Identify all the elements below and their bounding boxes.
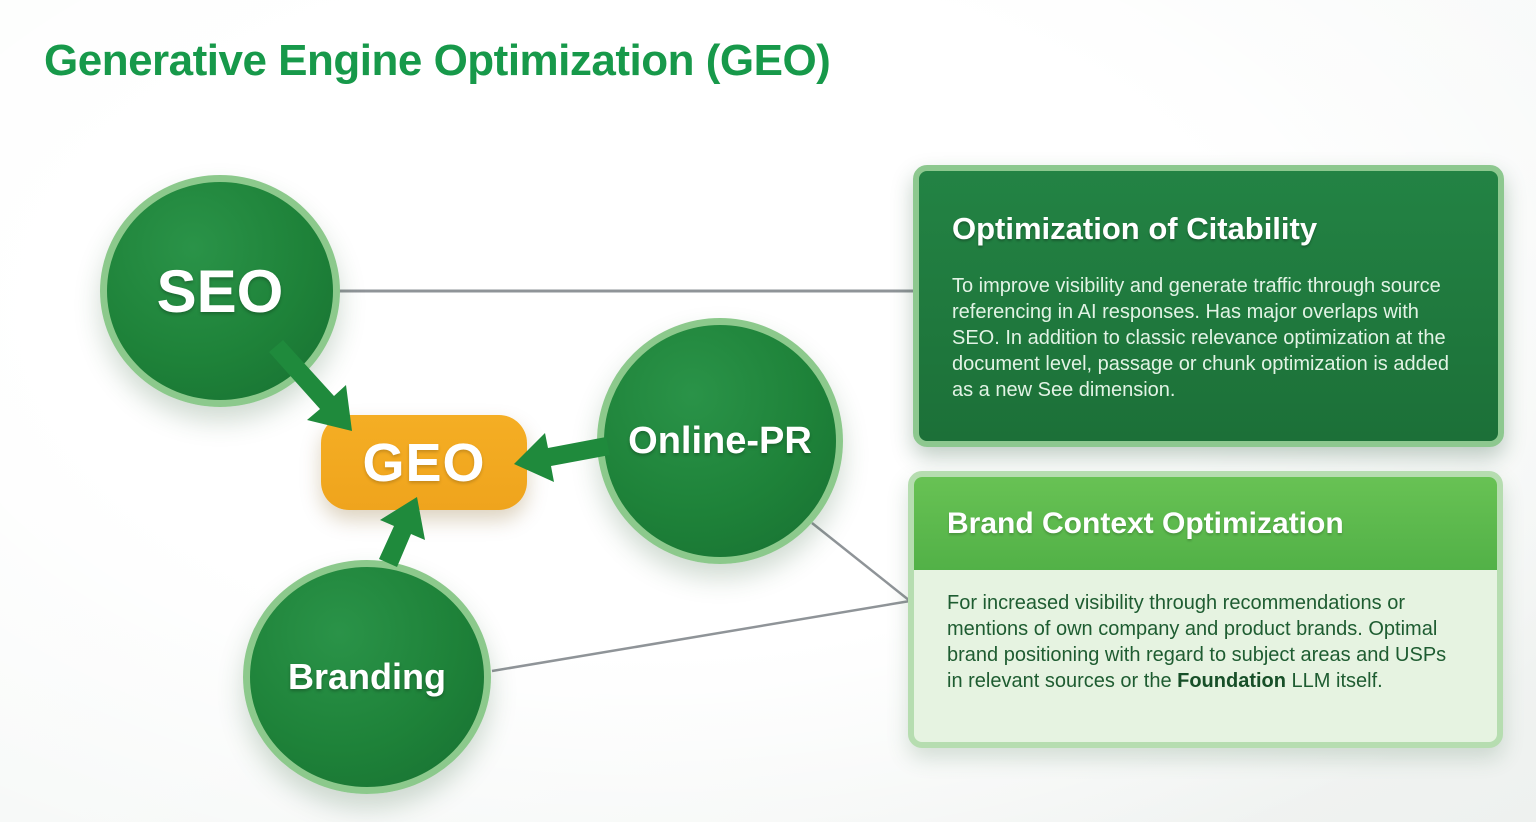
node-branding: Branding	[243, 560, 491, 794]
card-brand-context-title: Brand Context Optimization	[947, 506, 1344, 540]
card-brand-context-body-start: For increased visibility through recomme…	[947, 592, 1447, 692]
node-geo: GEO	[321, 415, 527, 510]
node-branding-label: Branding	[288, 656, 446, 697]
node-online-pr: Online-PR	[597, 318, 843, 564]
connector-branding-to-brand-card	[491, 599, 911, 673]
node-seo-label: SEO	[156, 257, 284, 325]
card-brand-context-body-end: LLM itself.	[1285, 670, 1383, 692]
connector-online-pr-to-brand-card	[811, 522, 911, 602]
card-brand-context: Brand Context Optimization For increased…	[908, 471, 1503, 748]
node-geo-label: GEO	[362, 432, 486, 493]
page-title: Generative Engine Optimization (GEO)	[44, 36, 831, 85]
card-citability-title: Optimization of Citability	[952, 211, 1318, 246]
card-brand-context-header: Brand Context Optimization	[914, 477, 1497, 570]
card-citability-body: To improve visibility and generate traff…	[952, 275, 1449, 401]
node-online-pr-label: Online-PR	[628, 419, 812, 462]
node-seo: SEO	[100, 175, 340, 407]
card-citability: Optimization of Citability To improve vi…	[913, 165, 1504, 447]
arrow-online-pr-to-geo-icon	[514, 433, 610, 482]
card-brand-context-body-bold: Foundation	[1177, 670, 1286, 692]
card-brand-context-body: For increased visibility through recomme…	[947, 590, 1447, 694]
